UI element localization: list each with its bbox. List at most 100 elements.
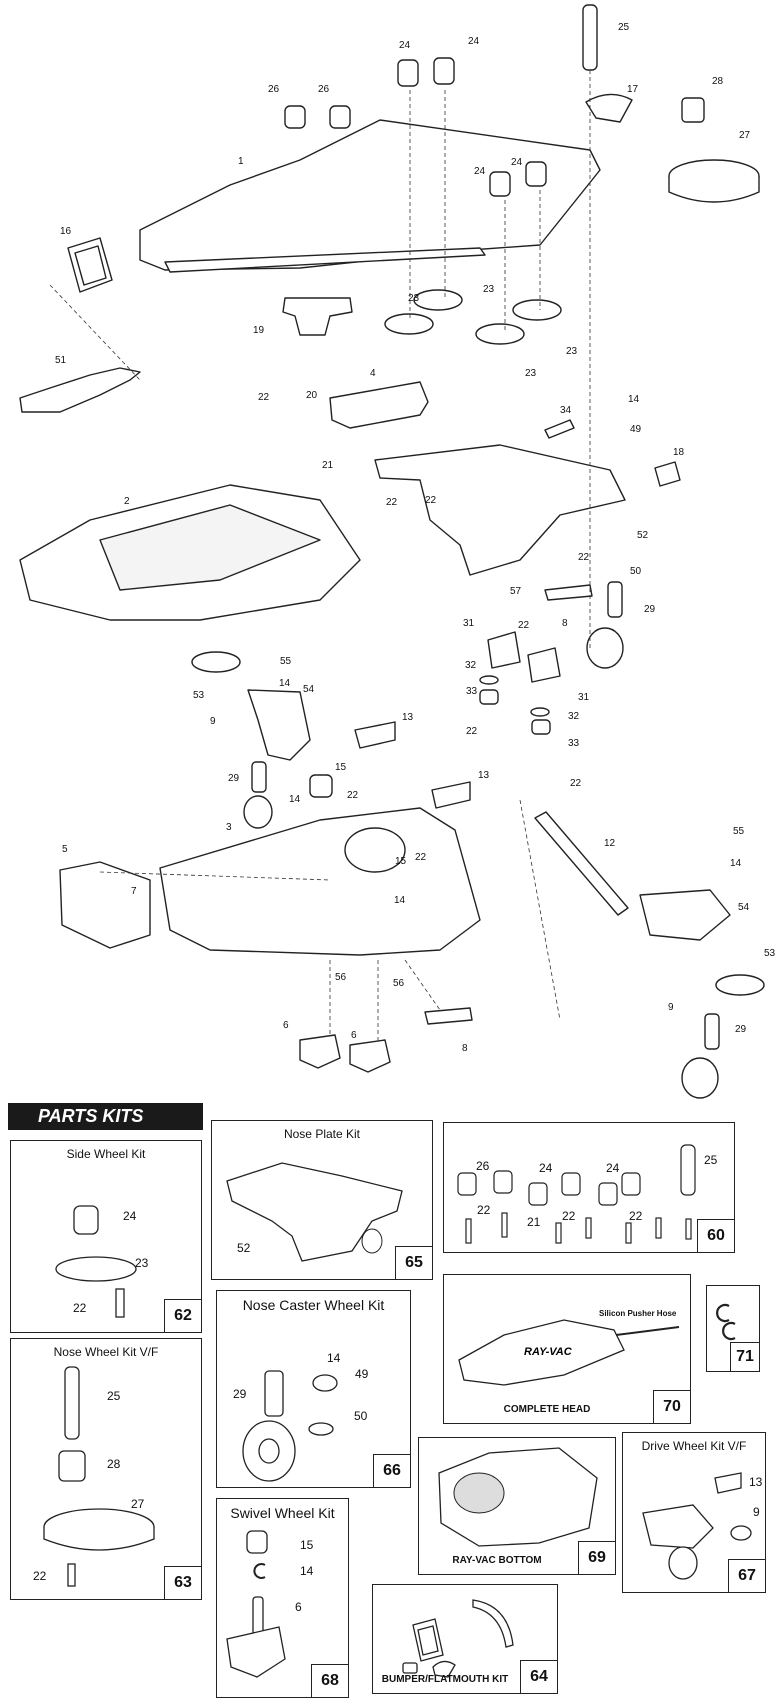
- part-51-valve: [19, 367, 141, 413]
- callout-c49: 49: [630, 424, 642, 435]
- nose-caster-kit-drawing: [242, 1370, 338, 1482]
- kit-label: 14: [327, 1351, 341, 1365]
- kit-number: 67: [728, 1559, 766, 1593]
- callout-c6a: 6: [283, 1020, 289, 1031]
- callout-c23c: 23: [566, 346, 578, 357]
- callout-c25a: 25: [618, 22, 630, 33]
- callout-c8b: 8: [462, 1043, 468, 1054]
- callout-c5: 5: [62, 844, 68, 855]
- callout-c32b: 32: [568, 711, 580, 722]
- callout-c31b: 31: [578, 692, 590, 703]
- parts-kits-heading: PARTS KITS: [8, 1103, 203, 1130]
- kit-number: 66: [373, 1454, 411, 1488]
- kit-67-drive-wheel: Drive Wheel Kit V/F 13 9 67: [622, 1432, 766, 1593]
- kit-70-complete-head: RAY-VAC Silicon Pusher Hose COMPLETE HEA…: [443, 1274, 691, 1424]
- callout-c8a: 8: [562, 618, 568, 629]
- kit-66-nose-caster: Nose Caster Wheel Kit 14 49 29 50 66: [216, 1290, 411, 1488]
- callout-c18: 18: [673, 447, 685, 458]
- callout-c22b: 22: [386, 497, 398, 508]
- kit-caption: RAY-VAC BOTTOM: [452, 1555, 542, 1566]
- kit-65-nose-plate: Nose Plate Kit 52 65: [211, 1120, 433, 1280]
- part-4-cover: [329, 381, 429, 429]
- part-6-wheel-b: [349, 1039, 391, 1073]
- callout-c15b: 15: [395, 856, 407, 867]
- kit-label: 29: [233, 1387, 247, 1401]
- kit-number: 64: [520, 1660, 558, 1694]
- part-15: [309, 774, 333, 798]
- kit-label: 14: [300, 1564, 314, 1578]
- callout-c12: 12: [604, 838, 616, 849]
- callout-c33a: 33: [466, 686, 478, 697]
- callout-c4: 4: [370, 368, 376, 379]
- kit-caption: COMPLETE HEAD: [503, 1404, 591, 1415]
- kit-number: 60: [697, 1219, 735, 1253]
- kit-label: 26: [476, 1159, 490, 1173]
- part-25-pin: [582, 4, 598, 71]
- callout-c29b: 29: [228, 773, 240, 784]
- callout-c26b: 26: [318, 84, 330, 95]
- part-53-washer: [191, 651, 241, 673]
- callout-c57: 57: [510, 586, 522, 597]
- kit-label: 27: [131, 1497, 145, 1511]
- callout-c14b: 14: [279, 678, 291, 689]
- callout-c6b: 6: [351, 1030, 357, 1041]
- kit-label: 22: [562, 1209, 576, 1223]
- callout-c23d: 23: [525, 368, 537, 379]
- kit-69-ray-vac-bottom: RAY-VAC BOTTOM 69: [418, 1437, 616, 1575]
- callout-c14e: 14: [394, 895, 406, 906]
- callout-c22g: 22: [570, 778, 582, 789]
- callout-c3: 3: [226, 822, 232, 833]
- part-6-wheel-a: [299, 1034, 341, 1069]
- callout-c22d: 22: [578, 552, 590, 563]
- callout-c14c: 14: [289, 794, 301, 805]
- callout-c26a: 26: [268, 84, 280, 95]
- kit-label: Silicon Pusher Hose: [599, 1309, 677, 1318]
- kit-number: 70: [653, 1390, 691, 1424]
- kit-number: 63: [164, 1566, 202, 1600]
- kit-68-swivel-wheel: Swivel Wheel Kit 15 14 6 68: [216, 1498, 349, 1698]
- callout-c34: 34: [560, 405, 572, 416]
- callout-c20: 20: [306, 390, 318, 401]
- kit-label: 28: [107, 1457, 121, 1471]
- callout-c22i: 22: [415, 852, 427, 863]
- bumper-flatmouth-drawing: [402, 1599, 514, 1678]
- kit-label: 25: [107, 1389, 121, 1403]
- kit-label: 52: [237, 1241, 251, 1255]
- part-5-grille: [59, 861, 151, 949]
- callout-c17: 17: [627, 84, 639, 95]
- callout-c24a: 24: [399, 40, 411, 51]
- part-8-bumper-lower: [424, 1007, 473, 1025]
- kit-label: 15: [300, 1538, 314, 1552]
- callout-c53a: 53: [193, 690, 205, 701]
- callout-c23a: 23: [408, 293, 420, 304]
- kit-63-nose-wheel: Nose Wheel Kit V/F 25 28 27 22 63: [10, 1338, 202, 1600]
- callout-c22e: 22: [518, 620, 530, 631]
- kit-number: 62: [164, 1299, 202, 1333]
- callout-c14d: 14: [730, 858, 742, 869]
- kit-label: 23: [135, 1256, 149, 1270]
- kit-label: 22: [477, 1203, 491, 1217]
- callout-c50: 50: [630, 566, 642, 577]
- callout-c22h: 22: [347, 790, 359, 801]
- callout-c7: 7: [131, 886, 137, 897]
- nose-wheel-kit-drawing: [43, 1366, 155, 1587]
- kit-62-side-wheel: Side Wheel Kit 24 23 22 62: [10, 1140, 202, 1333]
- callout-c24b: 24: [468, 36, 480, 47]
- part-12-rod: [534, 811, 629, 916]
- callout-c51: 51: [55, 355, 67, 366]
- kit-number: 65: [395, 1246, 433, 1280]
- callout-c9b: 9: [668, 1002, 674, 1013]
- kit-number: 69: [578, 1541, 616, 1575]
- part-13-clip-a: [354, 721, 396, 749]
- kit-title: Drive Wheel Kit V/F: [641, 1439, 747, 1453]
- callout-c2: 2: [124, 496, 130, 507]
- part-13-clip-b: [431, 781, 471, 809]
- callout-c27: 27: [739, 130, 751, 141]
- part-3-main-body: [159, 807, 481, 956]
- callout-c16: 16: [60, 226, 72, 237]
- kit-number: 71: [730, 1342, 760, 1372]
- part-52-nose-plate: [374, 444, 626, 576]
- kit-label: 22: [629, 1209, 643, 1223]
- drive-wheel-kit-drawing: [642, 1472, 752, 1580]
- callout-c56b: 56: [393, 978, 405, 989]
